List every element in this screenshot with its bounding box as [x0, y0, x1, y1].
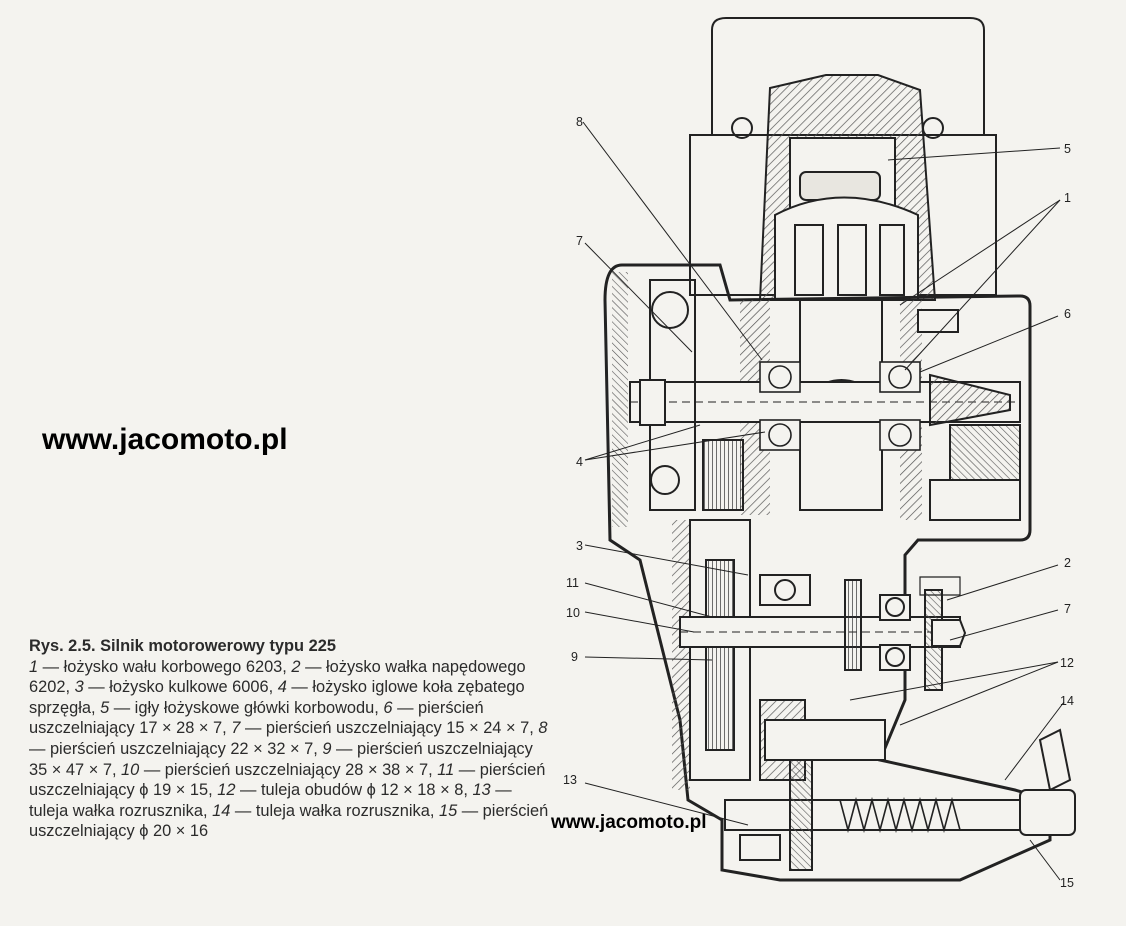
callout-14: 14 — [1060, 694, 1074, 708]
legend-text: — igły łożyskowe główki korbowodu, — [109, 698, 384, 717]
callout-8: 8 — [576, 115, 583, 129]
legend-number: 8 — [538, 719, 548, 738]
legend-text: — łożysko kulkowe 6006, — [83, 678, 278, 697]
legend-text: — pierścień uszczelniający ϕ 20 × 16 — [29, 801, 549, 841]
legend-text: — łożysko iglowe koła zębatego sprzęgła, — [29, 678, 525, 717]
legend-number: 4 — [277, 678, 287, 697]
legend-number: 10 — [121, 760, 140, 779]
callout-7b: 7 — [1064, 602, 1071, 616]
legend-text: — tuleja obudów ϕ 12 × 18 × 8, — [235, 781, 473, 800]
legend-text: — pierścień uszczelniający 35 × 47 × 7, — [29, 739, 533, 779]
callout-15: 15 — [1060, 876, 1074, 890]
legend-text: — tuleja wałka rozrusznika, — [230, 801, 439, 820]
figure-caption: Rys. 2.5. Silnik motorowerowy typu 225 1… — [29, 636, 549, 842]
caption-title: Rys. 2.5. Silnik motorowerowy typu 225 — [29, 637, 336, 655]
legend-text: — łożysko wału korbowego 6203, — [38, 657, 292, 676]
legend-number: 1 — [29, 657, 39, 676]
watermark-top: www.jacomoto.pl — [42, 423, 288, 456]
caption-legend: 1 — łożysko wału korbowego 6203, 2 — łoż… — [29, 657, 549, 842]
main-bearings — [759, 361, 921, 451]
callout-12: 12 — [1060, 656, 1074, 670]
callout-10: 10 — [566, 606, 580, 620]
legend-number: 5 — [100, 698, 110, 717]
return-spring — [839, 796, 961, 834]
legend-number: 14 — [212, 801, 231, 820]
crankcase — [603, 263, 1052, 882]
legend-text: — pierścień uszczelniający 15 × 24 × 7, — [240, 719, 539, 738]
callout-3: 3 — [576, 539, 583, 553]
callout-6: 6 — [1064, 307, 1071, 321]
legend-text: — pierścień uszczelniający 28 × 38 × 7, — [139, 760, 438, 779]
ignition-coil — [949, 424, 1021, 486]
callout-leaders — [582, 121, 1065, 881]
callout-1: 1 — [1064, 191, 1071, 205]
legend-number: 2 — [291, 657, 301, 676]
legend-number: 3 — [74, 678, 84, 697]
engine-outline — [603, 17, 1076, 882]
legend-number: 9 — [322, 739, 332, 758]
callout-numbers: 8 5 1 7 6 4 3 2 11 10 7 9 12 14 13 15 — [563, 115, 1074, 890]
legend-text: — tuleja wałka rozrusznika, — [29, 781, 512, 820]
callout-11: 11 — [566, 576, 579, 590]
legend-number: 13 — [472, 781, 491, 800]
callout-7: 7 — [576, 234, 583, 248]
callout-9: 9 — [571, 650, 578, 664]
legend-number: 15 — [438, 801, 458, 820]
clutch-gear — [702, 439, 744, 511]
watermark-bottom: www.jacomoto.pl — [551, 812, 707, 833]
legend-text: — pierścień uszczelniający ϕ 19 × 15, — [29, 760, 546, 800]
legend-number: 7 — [231, 719, 241, 738]
kick-lever — [1038, 728, 1072, 792]
legend-number: 12 — [217, 781, 236, 800]
callout-2: 2 — [1064, 556, 1071, 570]
legend-number: 6 — [383, 698, 393, 717]
legend-number: 11 — [437, 760, 455, 779]
legend-text: — pierścień uszczelniający 17 × 28 × 7, — [29, 698, 484, 738]
callout-5: 5 — [1064, 142, 1071, 156]
legend-text: — łożysko wałka napędowego 6202, — [29, 657, 526, 697]
callout-4: 4 — [576, 455, 583, 469]
callout-13: 13 — [563, 773, 577, 787]
legend-text: — pierścień uszczelniający 22 × 32 × 7, — [29, 739, 323, 758]
